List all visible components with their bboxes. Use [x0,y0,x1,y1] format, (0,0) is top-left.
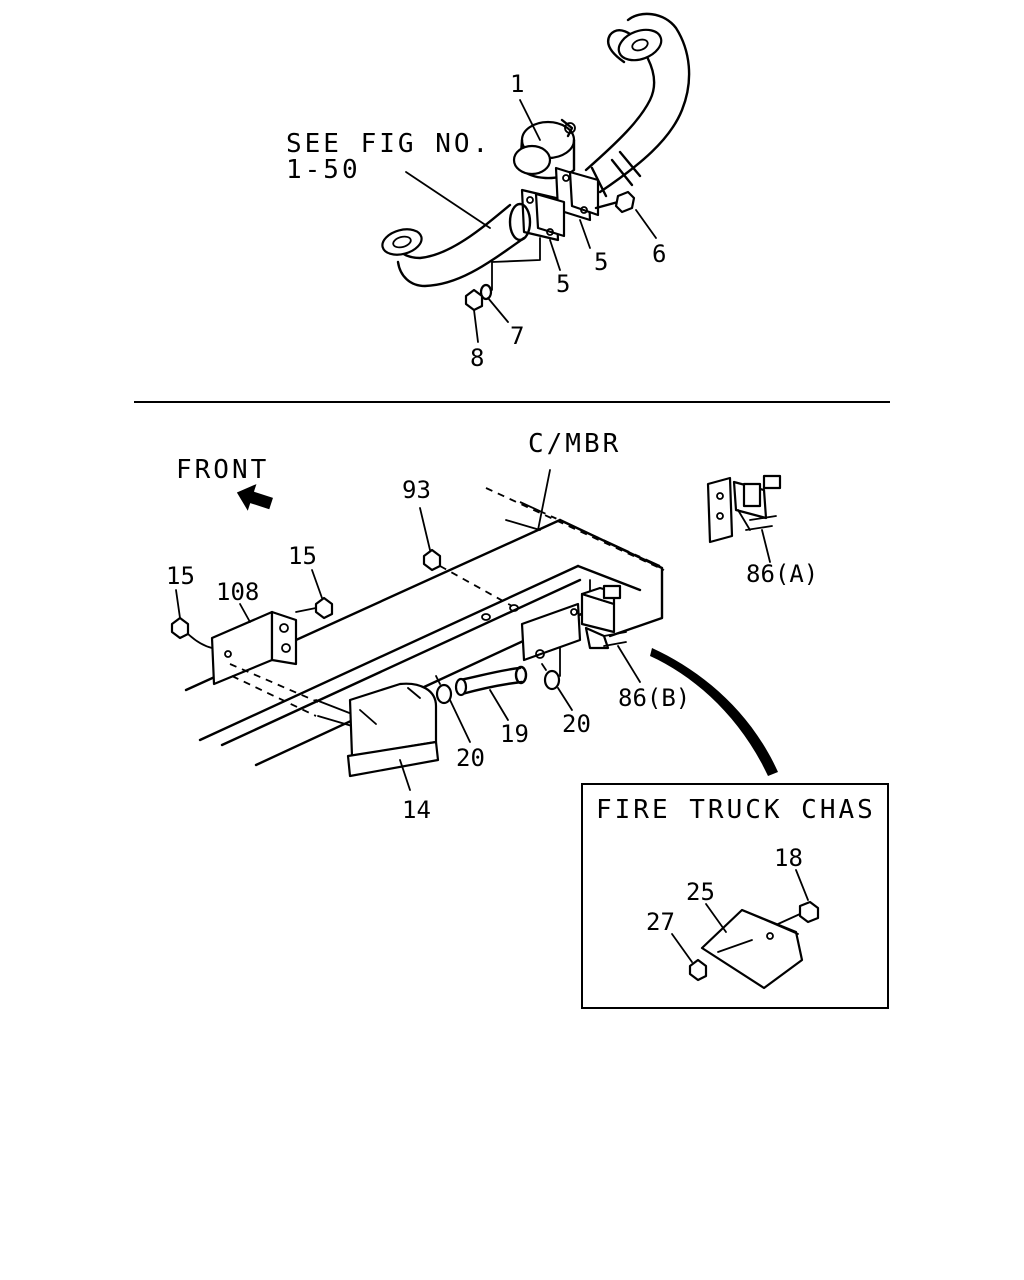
inset-title: FIRE TRUCK CHAS [596,795,876,825]
callout-20-left: 20 [456,744,485,772]
hose-19 [454,665,528,721]
leader-5-lower [549,239,561,271]
frame-member-label: C/MBR [528,429,621,459]
fire-truck-inset [581,783,889,1009]
inset-pointer-arrow [650,648,778,776]
callout-5-upper: 5 [594,248,608,276]
callout-86b: 86(B) [618,684,690,712]
clamp-20-left [435,675,471,743]
inset-frame [581,783,889,1009]
bracket-108 [185,610,298,686]
callout-1: 1 [510,70,524,98]
callout-108: 108 [216,578,259,606]
flange-lower [520,188,566,242]
canister-14 [346,682,440,791]
bottom-frame-assembly [170,469,782,791]
callout-8: 8 [470,344,484,372]
see-fig-note-line2: 1-50 [286,155,361,185]
clamp-20-right [541,663,573,711]
solenoid-86b [520,584,641,683]
callout-18: 18 [774,844,803,872]
leader-1 [519,99,541,141]
leader-see-fig [405,171,491,229]
top-exhaust-assembly [381,12,691,343]
leader-7 [487,297,509,323]
solenoid-86a [706,474,782,563]
leader-8 [473,309,479,343]
callout-93: 93 [402,476,431,504]
front-arrow-icon [236,484,273,511]
callout-15-left: 15 [166,562,195,590]
front-label: FRONT [176,455,269,485]
callout-86a: 86(A) [746,560,818,588]
callout-14: 14 [402,796,431,824]
leader-5-upper [579,219,591,249]
callout-25: 25 [686,878,715,906]
leader-6 [635,209,657,239]
callout-19: 19 [500,720,529,748]
callout-20-right: 20 [562,710,591,738]
callout-15-right: 15 [288,542,317,570]
see-fig-note-line1: SEE FIG NO. [286,129,491,159]
callout-7: 7 [510,322,524,350]
callout-27: 27 [646,908,675,936]
callout-5-lower: 5 [556,270,570,298]
callout-6: 6 [652,240,666,268]
